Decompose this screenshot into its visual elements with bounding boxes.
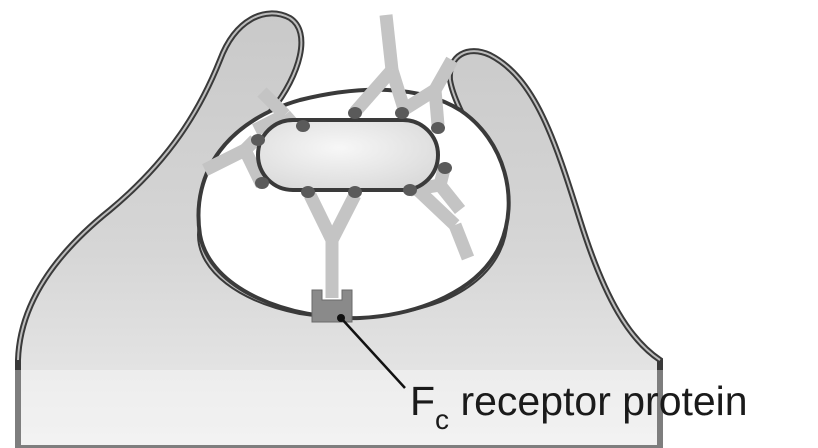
cell-fade	[0, 370, 818, 448]
epitope-dot	[348, 107, 362, 119]
antibody-bound-to-receptor	[304, 192, 361, 298]
antibody	[413, 185, 475, 261]
epitope-dot	[438, 162, 452, 174]
epitope-dot	[296, 120, 310, 132]
epitope-dot	[301, 186, 315, 198]
epitope-dot	[255, 177, 269, 189]
leader-line	[340, 317, 406, 389]
epitope-dot	[403, 184, 417, 196]
bacterium	[256, 118, 440, 192]
receptor-shape	[311, 289, 353, 323]
label-subscript: c	[435, 404, 449, 435]
phagocyte-cell	[0, 10, 818, 448]
epitopes	[251, 107, 452, 198]
epitope-dot	[348, 186, 362, 198]
label-rest: receptor protein	[449, 378, 748, 424]
fc-receptor-label: Fc receptor protein	[410, 378, 748, 435]
epitope-dot	[431, 122, 445, 134]
epitope-dot	[395, 107, 409, 119]
epitope-dot	[251, 134, 265, 146]
label-main: F	[410, 378, 435, 424]
